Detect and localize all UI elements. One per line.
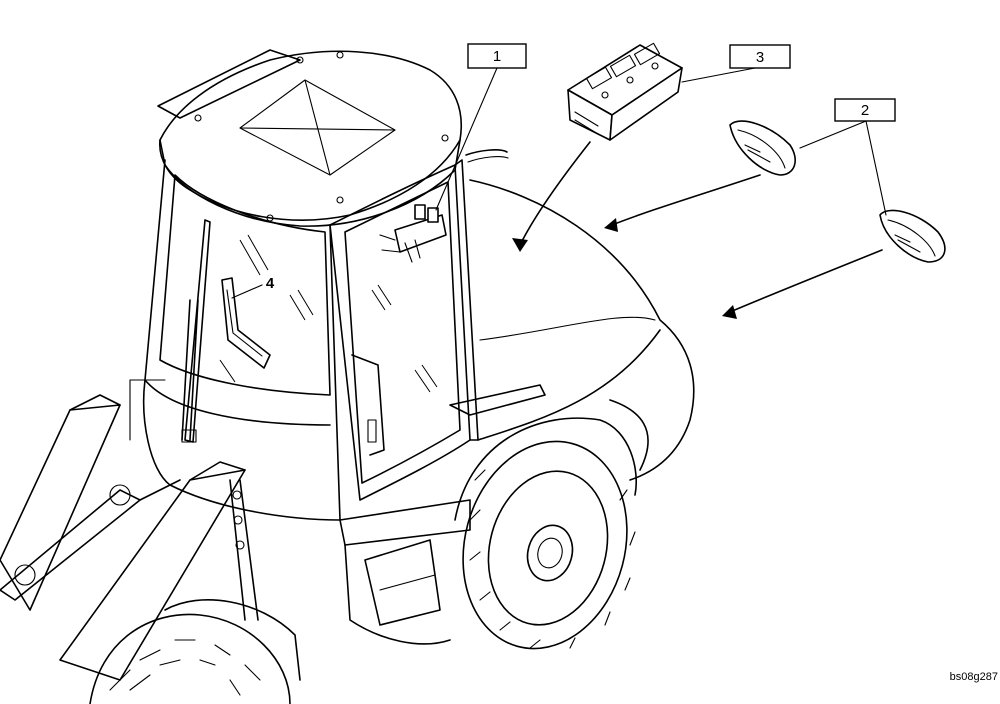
callout-1: 1 bbox=[467, 43, 527, 69]
callout-4: 4 bbox=[266, 275, 275, 292]
part-2-lamp-upper bbox=[729, 120, 796, 176]
cab-door bbox=[329, 149, 509, 501]
svg-text:3: 3 bbox=[756, 49, 764, 66]
svg-text:1: 1 bbox=[493, 48, 501, 65]
engine-hood bbox=[449, 179, 695, 481]
svg-text:4: 4 bbox=[266, 275, 275, 292]
wiper bbox=[181, 219, 211, 443]
loader-arms bbox=[0, 394, 259, 681]
part-4-handle bbox=[221, 277, 271, 369]
cab-body bbox=[129, 159, 341, 521]
part-1-switch-module bbox=[379, 204, 447, 263]
callout-3: 3 bbox=[729, 44, 791, 69]
part-2-lamp-lower bbox=[879, 209, 946, 263]
svg-text:2: 2 bbox=[861, 102, 869, 119]
cab-roof bbox=[157, 49, 462, 227]
drawing-reference: bs08g287 bbox=[950, 671, 998, 683]
lower-frame bbox=[339, 499, 471, 645]
callout-2: 2 bbox=[834, 98, 896, 122]
front-wheel bbox=[89, 599, 301, 704]
part-3-switch-panel bbox=[567, 42, 683, 141]
location-arrows bbox=[512, 141, 883, 319]
rear-wheel bbox=[454, 417, 637, 650]
leader-lines bbox=[231, 67, 887, 299]
